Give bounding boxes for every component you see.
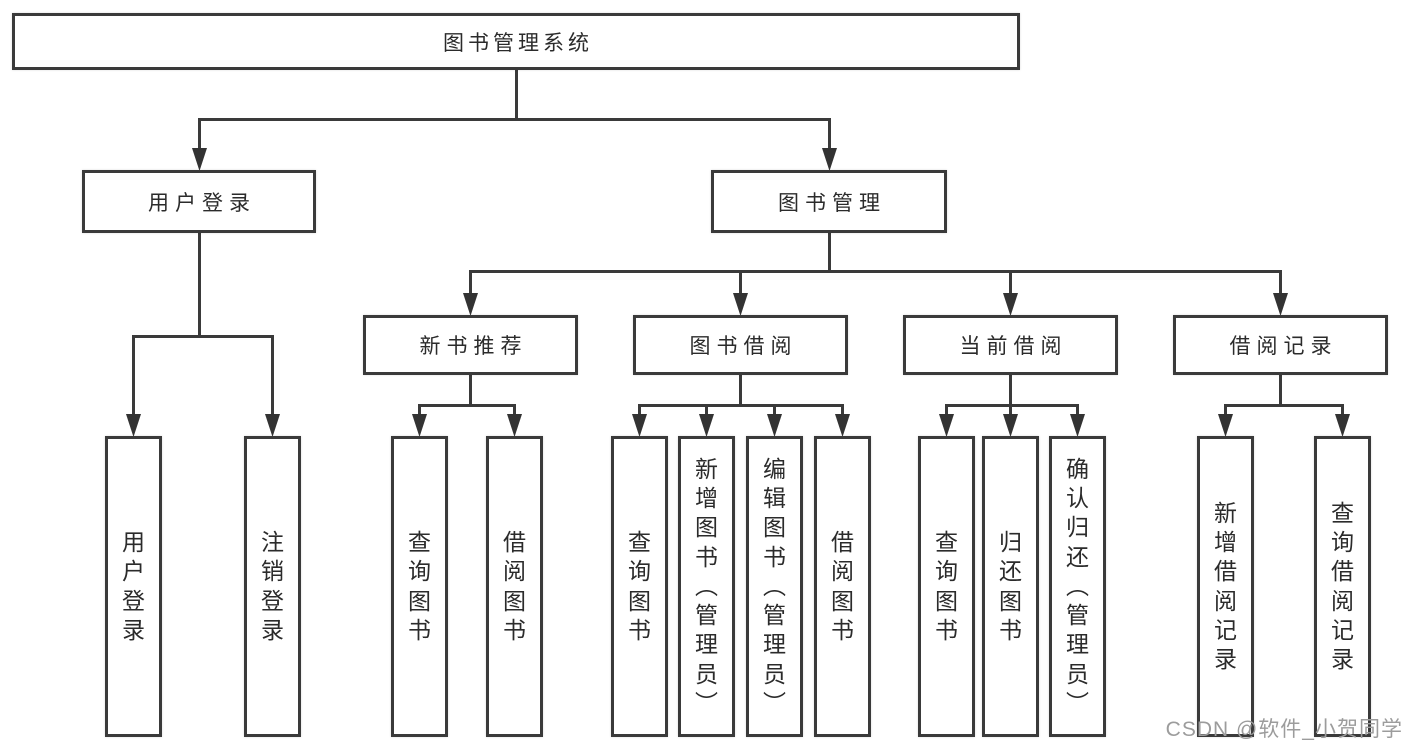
node-new-book-recommend: 新书推荐: [363, 315, 578, 375]
leaf-query-books-recommend: 查询图书: [391, 436, 448, 737]
leaf-borrow-books-recommend: 借阅图书: [486, 436, 543, 737]
node-user-login: 用户登录: [82, 170, 316, 233]
node-library-management-system: 图书管理系统: [12, 13, 1020, 70]
arrowheads: [126, 148, 1350, 437]
leaf-logout-login: 注销登录: [244, 436, 301, 737]
node-borrow-records: 借阅记录: [1173, 315, 1388, 375]
leaf-add-books-admin: 新增图书︵管理员︶: [678, 436, 735, 737]
csdn-watermark: CSDN @软件_小贺同学: [1165, 718, 1403, 741]
leaf-confirm-return-admin: 确认归还︵管理员︶: [1049, 436, 1106, 737]
node-current-borrow: 当前借阅: [903, 315, 1118, 375]
leaf-edit-books-admin: 编辑图书︵管理员︶: [746, 436, 803, 737]
leaf-return-books: 归还图书: [982, 436, 1039, 737]
leaf-add-borrow-record: 新增借阅记录: [1197, 436, 1254, 737]
leaf-user-login: 用户登录: [105, 436, 162, 737]
leaf-borrow-books: 借阅图书: [814, 436, 871, 737]
node-book-management: 图书管理: [711, 170, 947, 233]
node-book-borrow: 图书借阅: [633, 315, 848, 375]
leaf-query-borrow-record: 查询借阅记录: [1314, 436, 1371, 737]
leaf-query-books-current: 查询图书: [918, 436, 975, 737]
leaf-query-books-borrow: 查询图书: [611, 436, 668, 737]
